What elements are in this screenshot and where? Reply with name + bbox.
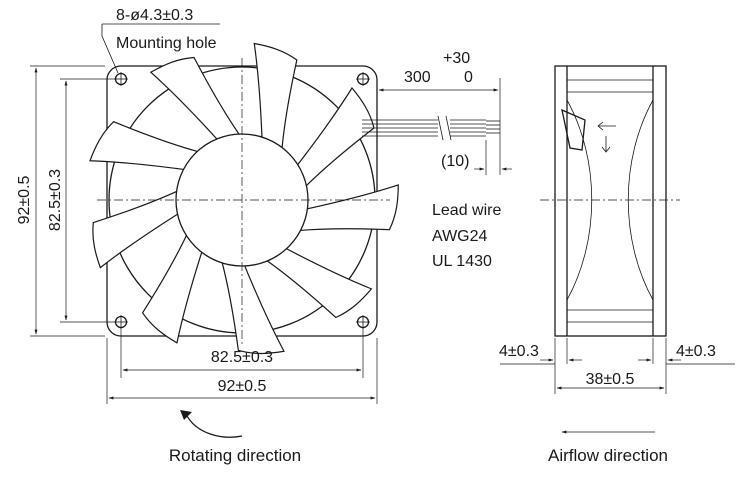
front-view: 8-ø4.3±0.3 Mounting hole 92±0.5 82.5±0.3…	[16, 7, 399, 465]
wire-gauge-label: AWG24	[432, 228, 488, 245]
wire-bundle	[362, 115, 500, 141]
wire-tol-minus: 0	[464, 69, 473, 86]
height-outer-label: 92±0.5	[16, 175, 33, 224]
wire-exit-boss	[561, 108, 586, 151]
airflow-mark-arrow	[597, 121, 616, 131]
width-outer-label: 92±0.5	[218, 378, 267, 395]
airflow-direction-caption: Airflow direction	[548, 446, 668, 465]
lead-wire-label: Lead wire	[432, 202, 501, 219]
height-pitch-label: 82.5±0.3	[47, 169, 64, 231]
flange-left-label: 4±0.3	[499, 343, 539, 360]
flange-right-label: 4±0.3	[676, 343, 716, 360]
rotation-mark-arrow	[601, 136, 611, 153]
rotation-arrow-head	[180, 410, 192, 420]
mounting-hole-callout: 8-ø4.3±0.3	[116, 7, 193, 24]
side-outline	[554, 65, 667, 337]
mounting-holes	[114, 72, 370, 329]
rotation-arrow	[185, 413, 243, 438]
strip-length-label: (10)	[441, 153, 469, 170]
wire-break-marks	[437, 115, 452, 141]
ul-style-label: UL 1430	[432, 253, 492, 270]
depth-label: 38±0.5	[586, 371, 635, 388]
width-pitch-label: 82.5±0.3	[211, 349, 273, 366]
mounting-hole-label: Mounting hole	[116, 35, 217, 52]
wire-tol-plus: +30	[443, 50, 470, 67]
mounting-hole-leader	[101, 24, 119, 74]
rotating-direction-caption: Rotating direction	[169, 446, 301, 465]
fan-blades	[89, 42, 399, 355]
lead-wire: 300 +30 0 (10) Lead wire AWG24 UL 1430	[362, 50, 512, 270]
side-view: 4±0.3 4±0.3 38±0.5 Airflow direction	[499, 65, 735, 465]
wire-length-label: 300	[404, 69, 431, 86]
